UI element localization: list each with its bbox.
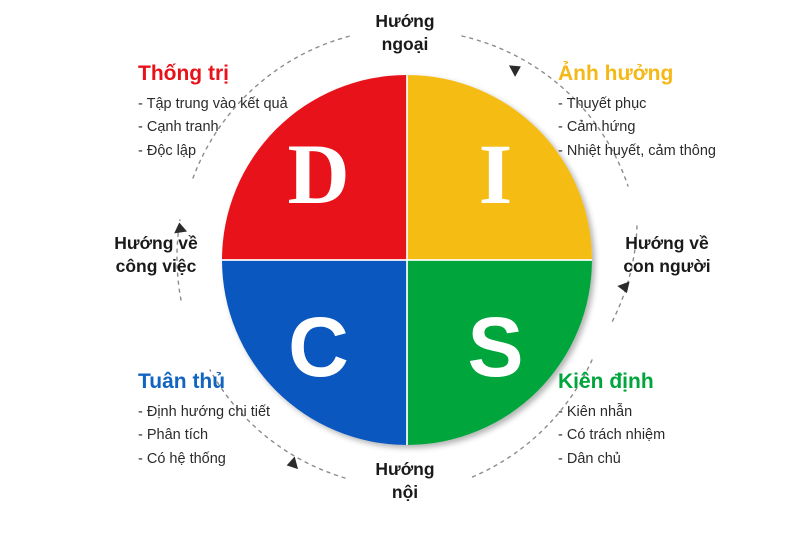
trait-list-compliance: - Định hướng chi tiết - Phân tích - Có h… xyxy=(138,401,270,471)
axis-top-line2: ngoại xyxy=(381,34,429,55)
list-item: - Nhiệt huyết, cảm thông xyxy=(558,142,716,159)
title-influence: Ảnh hưởng xyxy=(558,62,674,85)
quadrant-compliance[interactable]: C xyxy=(222,260,407,445)
axis-right-line1: Hướng về xyxy=(625,233,709,253)
letter-s: S xyxy=(467,299,524,394)
list-item: - Kiên nhẫn xyxy=(558,404,633,420)
axis-bottom-line1: Hướng xyxy=(375,459,435,479)
axis-label-people-oriented: Hướng về con người xyxy=(594,232,740,278)
axis-left-line1: Hướng về xyxy=(114,233,198,253)
axis-top-line1: Hướng xyxy=(375,11,435,31)
title-compliance: Tuân thủ xyxy=(138,370,226,393)
axis-bottom-line2: nội xyxy=(391,482,419,503)
description-steadiness: Kiên định - Kiên nhẫn - Có trách nhiệm -… xyxy=(558,370,665,471)
letter-c: C xyxy=(288,299,349,394)
list-item: - Tập trung vào kết quả xyxy=(138,96,288,112)
list-item: - Cảm hứng xyxy=(558,119,636,136)
title-steadiness: Kiên định xyxy=(558,370,654,393)
arrowhead-right xyxy=(617,281,630,294)
axis-label-introversion: Hướng nội xyxy=(330,458,480,504)
description-dominance: Thống trị - Tập trung vào kết quả - Cạnh… xyxy=(138,62,288,163)
list-item: - Cạnh tranh xyxy=(138,119,219,136)
trait-list-dominance: - Tập trung vào kết quả - Cạnh tranh - Đ… xyxy=(138,93,288,163)
list-item: - Phân tích xyxy=(138,427,209,444)
list-item: - Có trách nhiệm xyxy=(558,427,666,444)
list-item: - Dân chủ xyxy=(558,450,621,467)
quadrant-influence[interactable]: I xyxy=(407,75,592,260)
horizontal-divider xyxy=(222,259,592,261)
axis-label-task-oriented: Hướng về công việc xyxy=(88,232,224,278)
title-dominance: Thống trị xyxy=(138,62,229,85)
list-item: - Định hướng chi tiết xyxy=(138,404,271,420)
axis-right-line2: con người xyxy=(623,256,711,277)
list-item: - Thuyết phục xyxy=(558,96,647,112)
description-compliance: Tuân thủ - Định hướng chi tiết - Phân tí… xyxy=(138,370,270,471)
axis-label-extroversion: Hướng ngoại xyxy=(330,10,480,56)
trait-list-influence: - Thuyết phục - Cảm hứng - Nhiệt huyết, … xyxy=(558,93,716,163)
trait-list-steadiness: - Kiên nhẫn - Có trách nhiệm - Dân chủ xyxy=(558,401,665,471)
letter-d: D xyxy=(287,125,350,222)
arrowhead-bottom-left xyxy=(286,456,299,470)
disc-wheel: D I C S xyxy=(222,75,592,445)
quadrant-dominance[interactable]: D xyxy=(222,75,407,260)
list-item: - Có hệ thống xyxy=(138,450,226,467)
axis-left-line2: công việc xyxy=(115,256,197,277)
letter-i: I xyxy=(478,125,513,222)
list-item: - Độc lập xyxy=(138,142,197,159)
quadrant-steadiness[interactable]: S xyxy=(407,260,592,445)
description-influence: Ảnh hưởng - Thuyết phục - Cảm hứng - Nhi… xyxy=(558,62,716,163)
